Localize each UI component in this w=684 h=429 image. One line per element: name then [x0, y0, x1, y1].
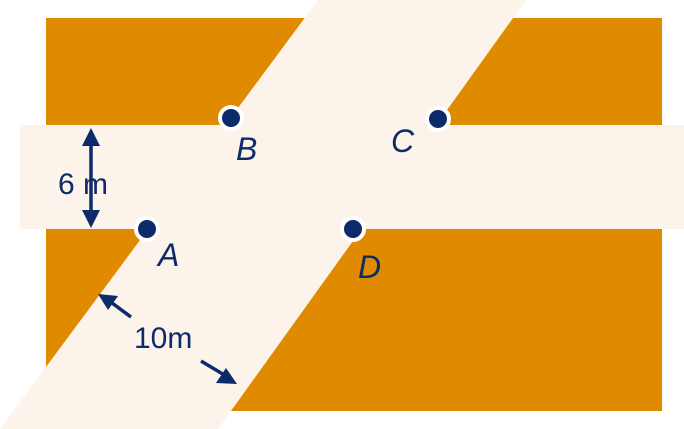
- point-c-label: C: [391, 123, 415, 159]
- point-c: [425, 106, 451, 132]
- point-b-label: B: [236, 131, 257, 167]
- horizontal-road-width-label: 6 m: [58, 168, 108, 201]
- horizontal-road: [20, 125, 684, 229]
- width-arrow-vertical: [82, 128, 100, 228]
- width-arrow-slanted: [98, 294, 237, 384]
- point-a: [134, 216, 160, 242]
- point-d: [340, 216, 366, 242]
- point-d-label: D: [358, 249, 381, 285]
- point-a-label: A: [156, 237, 179, 273]
- point-b: [218, 105, 244, 131]
- slanted-road-width-label: 10m: [134, 322, 192, 355]
